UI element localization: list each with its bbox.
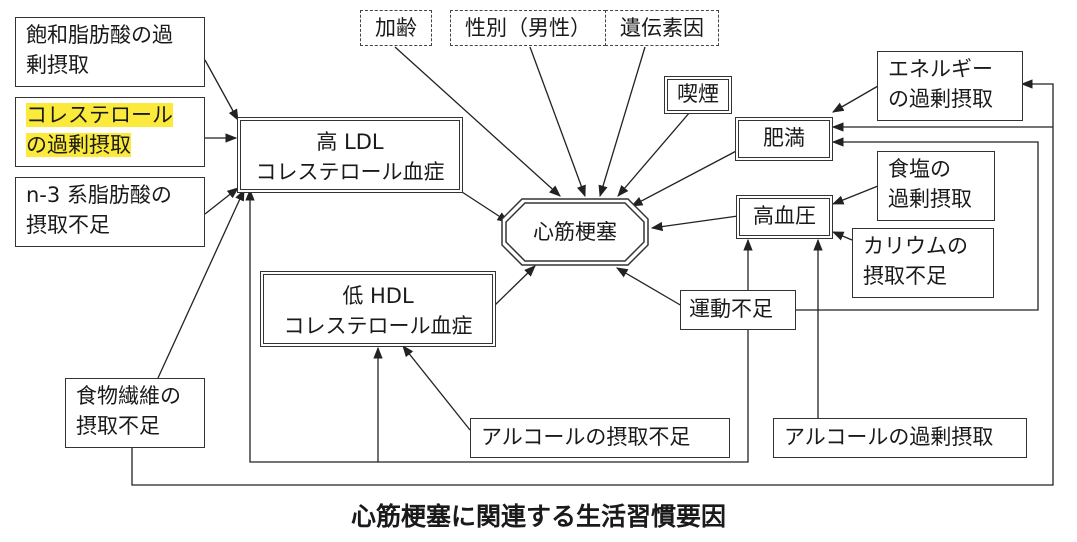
arrow-salt-to-htn <box>831 185 879 205</box>
factor-smoking-label: 喫煙 <box>677 82 719 106</box>
factor-salt-line2: 過剰摂取 <box>888 187 972 211</box>
factor-alcohol-low-label: アルコールの摂取不足 <box>481 425 691 449</box>
node-myocardial-infarction-label: 心筋梗塞 <box>533 220 617 244</box>
factor-age-label: 加齢 <box>375 16 417 40</box>
factor-age: 加齢 <box>360 10 432 46</box>
factor-fiber-line1: 食物繊維の <box>76 384 181 408</box>
node-low-hdl-line2: コレステロール血症 <box>283 314 473 338</box>
factor-potassium: カリウムの 摂取不足 <box>852 228 994 298</box>
factor-alcohol-high: アルコールの過剰摂取 <box>773 418 1027 458</box>
node-hypertension: 高血圧 <box>736 195 833 239</box>
factor-salt-line1: 食塩の <box>888 157 951 181</box>
arrow-fiber-to-ldl <box>157 188 245 379</box>
factor-energy-line1: エネルギー <box>888 57 993 81</box>
factor-n3-line2: 摂取不足 <box>26 213 110 237</box>
node-myocardial-infarction: 心筋梗塞 <box>500 197 650 267</box>
factor-cholesterol: コレステロール の過剰摂取 <box>15 97 205 167</box>
arrow-genetic-to-mi <box>598 46 646 198</box>
factor-potassium-line2: 摂取不足 <box>863 264 947 288</box>
node-lack-of-exercise-label: 運動不足 <box>689 297 773 321</box>
factor-sex: 性別（男性） <box>450 10 606 46</box>
arrow-obesity-to-mi <box>630 147 743 207</box>
factor-alcohol-high-label: アルコールの過剰摂取 <box>784 425 994 449</box>
arrow-alcohol-low-to-hdl <box>402 345 471 431</box>
factor-genetic: 遺伝素因 <box>605 10 719 46</box>
factor-energy-line2: の過剰摂取 <box>888 87 993 111</box>
factor-energy: エネルギー の過剰摂取 <box>877 51 1023 121</box>
factor-n3: n-3 系脂肪酸の 摂取不足 <box>15 177 205 247</box>
arrow-exercise-to-ldl <box>245 188 749 463</box>
factor-genetic-label: 遺伝素因 <box>620 16 704 40</box>
arrow-age-to-mi <box>394 46 561 197</box>
arrow-sex-to-mi <box>529 46 586 198</box>
factor-n3-line1: n-3 系脂肪酸の <box>26 183 172 207</box>
arrow-exercise-to-obesity <box>796 137 1039 311</box>
node-high-ldl: 高 LDL コレステロール血症 <box>237 117 463 193</box>
arrow-smoking-to-mi <box>617 111 691 197</box>
arrow-hdl-to-mi <box>494 265 536 306</box>
node-obesity-label: 肥満 <box>763 126 805 150</box>
arrow-n3-to-ldl <box>204 187 239 215</box>
node-high-ldl-line2: コレステロール血症 <box>255 160 445 184</box>
arrow-potassium-to-htn <box>831 231 853 241</box>
node-high-ldl-line1: 高 LDL <box>316 130 384 154</box>
figure-caption: 心筋梗塞に関連する生活習慣要因 <box>350 502 726 531</box>
arrow-htn-to-mi <box>650 215 739 232</box>
node-hypertension-label: 高血圧 <box>753 204 816 228</box>
factor-potassium-line1: カリウムの <box>863 234 968 258</box>
factor-sex-label: 性別（男性） <box>465 16 591 40</box>
arrow-saturated-to-ldl <box>204 59 239 122</box>
factor-alcohol-low: アルコールの摂取不足 <box>470 418 730 458</box>
factor-cholesterol-line2: の過剰摂取 <box>26 133 131 157</box>
node-obesity: 肥満 <box>735 117 833 161</box>
factor-fiber-line2: 摂取不足 <box>76 414 160 438</box>
factor-saturated-fat-line1: 飽和脂肪酸の過 <box>26 23 173 47</box>
factor-smoking: 喫煙 <box>664 76 732 114</box>
node-lack-of-exercise: 運動不足 <box>680 290 796 330</box>
arrow-exercise-to-mi <box>615 267 683 307</box>
arrow-energy-to-obesity <box>831 85 879 113</box>
node-low-hdl-line1: 低 HDL <box>342 284 414 308</box>
factor-cholesterol-line1: コレステロール <box>26 103 173 127</box>
factor-salt: 食塩の 過剰摂取 <box>877 151 995 221</box>
arrow-fiber-to-energy <box>131 79 1054 486</box>
octagon-shape <box>501 198 649 266</box>
factor-saturated-fat: 飽和脂肪酸の過 剰摂取 <box>15 17 205 87</box>
factor-fiber: 食物繊維の 摂取不足 <box>65 378 205 448</box>
node-low-hdl: 低 HDL コレステロール血症 <box>260 271 496 347</box>
arrow-ldl-to-mi <box>461 191 509 223</box>
factor-saturated-fat-line2: 剰摂取 <box>26 53 89 77</box>
